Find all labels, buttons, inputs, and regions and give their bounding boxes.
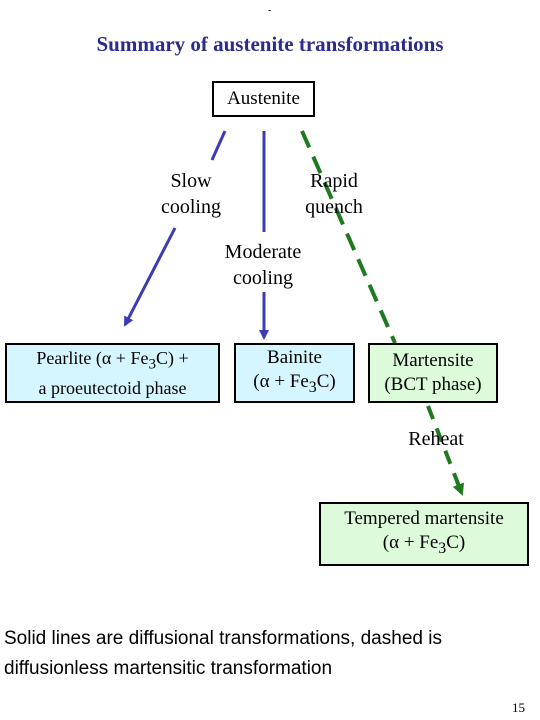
rapid-quench-arrow — [300, 130, 397, 344]
rapid-quench-line1: Rapid — [310, 170, 358, 192]
martensite-box: Martensite (BCT phase) — [368, 343, 498, 403]
page-title: Summary of austenite transformations — [96, 32, 444, 56]
moderate-cooling-line2: cooling — [233, 267, 293, 289]
austenite-box: Austenite — [212, 81, 315, 117]
moderate-cooling-line1: Moderate — [224, 241, 302, 263]
tempered-line2: (α + Fe3C) — [382, 532, 466, 557]
slow-cooling-arrow-lower — [123, 227, 177, 327]
slow-cooling-label: Slow cooling — [150, 168, 232, 220]
tempered-martensite-box: Tempered martensite (α + Fe3C) — [319, 502, 529, 566]
footnote: Solid lines are diffusional transformati… — [4, 628, 442, 679]
martensite-line2: (BCT phase) — [384, 374, 482, 395]
tempered-line1: Tempered martensite — [344, 508, 504, 530]
reheat-label: Reheat — [408, 428, 464, 450]
slow-cooling-line1: Slow — [170, 170, 212, 192]
rapid-quench-label: Rapid quench — [296, 168, 372, 220]
reheat-arrow — [426, 405, 464, 496]
austenite-label: Austenite — [227, 88, 300, 109]
bainite-line1: Bainite — [267, 347, 322, 369]
rapid-quench-line2: quench — [305, 196, 363, 218]
martensite-line1: Martensite — [392, 350, 474, 371]
slow-cooling-line2: cooling — [161, 196, 221, 218]
top-mark: - — [268, 5, 272, 16]
pearlite-box: Pearlite (α + Fe3C) + a proeutectoid pha… — [5, 343, 220, 403]
bainite-line2: (α + Fe3C) — [253, 371, 336, 396]
moderate-cooling-label: Moderate cooling — [208, 239, 318, 291]
slow-cooling-arrow — [210, 130, 227, 161]
page-number: 15 — [512, 700, 525, 715]
bainite-box: Bainite (α + Fe3C) — [234, 343, 355, 403]
pearlite-line1: Pearlite (α + Fe3C) + — [36, 347, 189, 373]
pearlite-line2: a proeutectoid phase — [38, 378, 187, 399]
